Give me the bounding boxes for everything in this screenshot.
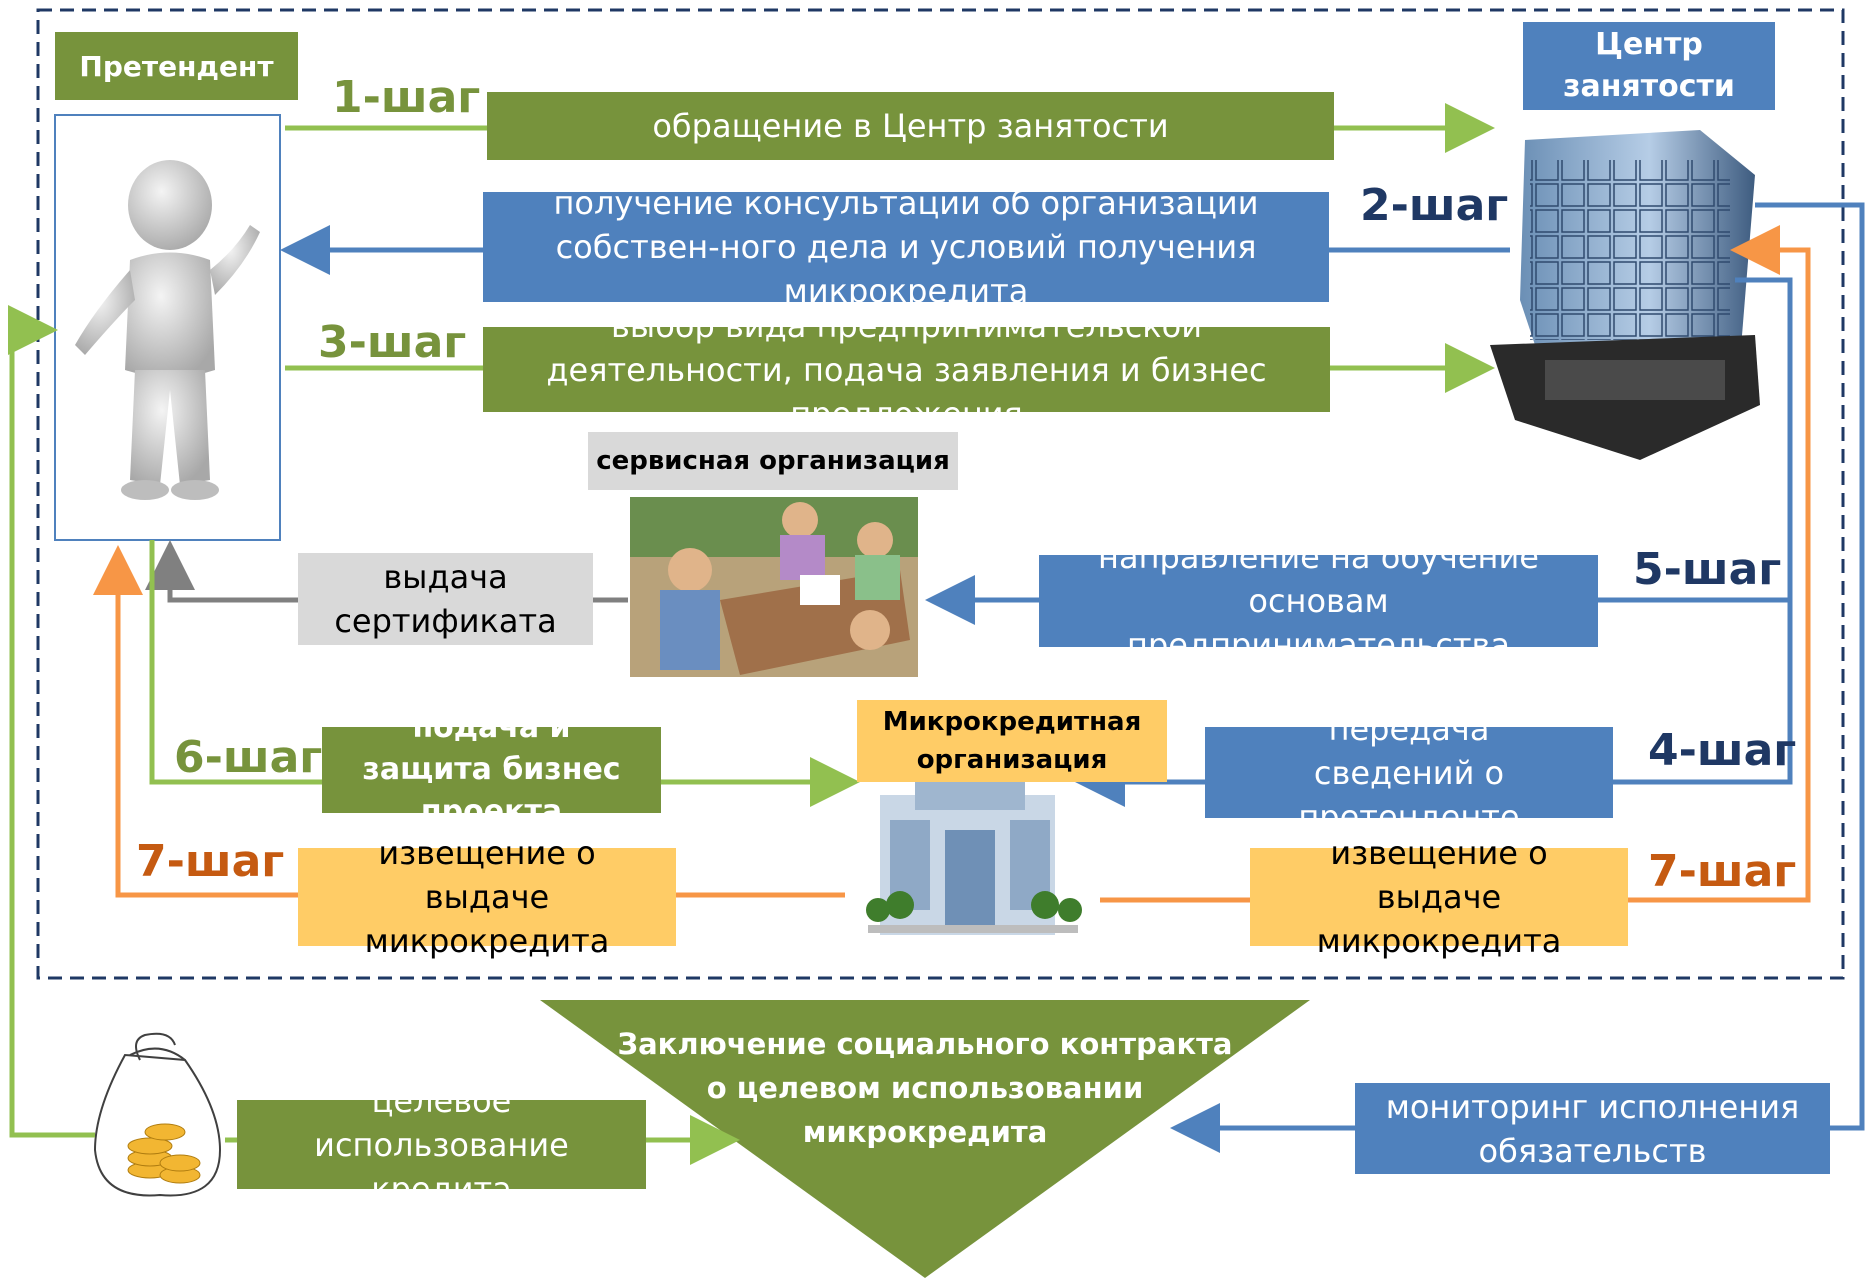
arrow-outer-loop bbox=[8, 305, 95, 1138]
bank-building-icon bbox=[866, 780, 1082, 935]
step7-right-label: 7-шаг bbox=[1648, 846, 1797, 897]
service-org-label: сервисная организация bbox=[588, 432, 958, 490]
certificate-box: выдача сертификата bbox=[298, 553, 593, 645]
step1-label: 1-шаг bbox=[332, 72, 481, 123]
employment-center-label: Центр занятости bbox=[1523, 22, 1775, 110]
step6-label: 6-шаг bbox=[174, 732, 323, 783]
training-box: направление на обучение основам предприн… bbox=[1039, 538, 1598, 664]
person-figure-icon bbox=[75, 160, 260, 500]
contract-triangle bbox=[540, 1000, 1310, 1278]
step5-label: 5-шаг bbox=[1633, 544, 1782, 595]
appeal-box: обращение в Центр занятости bbox=[487, 92, 1334, 160]
step7-left-label: 7-шаг bbox=[136, 836, 285, 887]
step4-label: 4-шаг bbox=[1648, 725, 1797, 776]
money-bag-icon bbox=[93, 1032, 222, 1197]
office-tower-icon bbox=[1490, 130, 1760, 460]
defense-box: подача и защита бизнес проекта bbox=[322, 710, 661, 829]
notice-left-box: извещение о выдаче микрокредита bbox=[298, 834, 676, 960]
monitoring-box: мониторинг исполнения обязательств bbox=[1355, 1083, 1830, 1174]
consultation-box: получение консультации об организации со… bbox=[483, 184, 1329, 310]
meeting-illustration-icon bbox=[630, 497, 918, 677]
microcredit-org-label: Микрокредитная организация bbox=[857, 700, 1167, 782]
transfer-box: передача сведений о претенденте bbox=[1205, 710, 1613, 836]
step3-label: 3-шаг bbox=[318, 317, 467, 368]
contract-text: Заключение социального контракта о целев… bbox=[617, 1027, 1233, 1149]
step2-label: 2-шаг bbox=[1360, 180, 1509, 231]
notice-right-box: извещение о выдаче микрокредита bbox=[1250, 834, 1628, 960]
dashed-frame bbox=[36, 8, 1845, 980]
targeted-use-box: целевое использование кредита bbox=[237, 1082, 646, 1208]
applicant-label: Претендент bbox=[55, 32, 298, 100]
choice-box: выбор вида предпринимательской деятельно… bbox=[483, 307, 1330, 433]
